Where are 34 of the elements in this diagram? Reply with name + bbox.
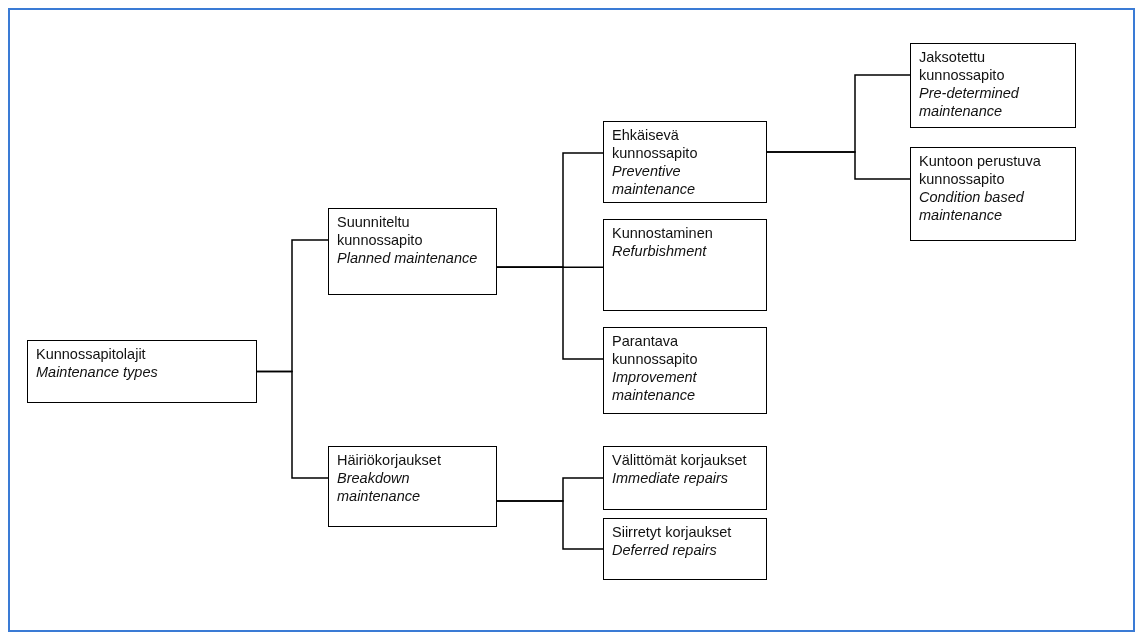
node-box xyxy=(603,446,767,510)
node-box xyxy=(328,208,497,295)
node-box xyxy=(328,446,497,527)
connector-line xyxy=(256,370,329,479)
node-box xyxy=(910,147,1076,241)
finnish-label: Välittömät korjaukset xyxy=(612,451,748,469)
finnish-label: Kunnossapitolajit xyxy=(36,345,147,363)
connector-line xyxy=(496,266,604,360)
node-box xyxy=(603,219,767,311)
finnish-label: Ehkäisevä kunnossapito xyxy=(612,126,699,162)
connector-line xyxy=(496,500,604,550)
english-label: Preventive maintenance xyxy=(612,162,697,198)
node-box xyxy=(603,327,767,414)
english-label: Maintenance types xyxy=(36,363,159,381)
english-label: Pre-determined maintenance xyxy=(919,84,1020,120)
finnish-label: Kuntoon perustuva kunnossapito xyxy=(919,152,1042,188)
node-box xyxy=(603,518,767,580)
english-label: Refurbishment xyxy=(612,242,708,260)
english-label: Condition based maintenance xyxy=(919,188,1025,224)
finnish-label: Kunnostaminen xyxy=(612,224,714,242)
english-label: Immediate repairs xyxy=(612,469,730,487)
node-box xyxy=(910,43,1076,128)
finnish-label: Jaksotettu kunnossapito xyxy=(919,48,1006,84)
finnish-label: Parantava kunnossapito xyxy=(612,332,699,368)
connector-line xyxy=(766,151,911,180)
english-label: Planned maintenance xyxy=(337,249,479,267)
node-box xyxy=(603,121,767,203)
finnish-label: Suunniteltu kunnossapito xyxy=(337,213,424,249)
english-label: Breakdown maintenance xyxy=(337,469,422,505)
english-label: Improvement maintenance xyxy=(612,368,698,404)
english-label: Deferred repairs xyxy=(612,541,718,559)
finnish-label: Häiriökorjaukset xyxy=(337,451,442,469)
finnish-label: Siirretyt korjaukset xyxy=(612,523,733,541)
node-box xyxy=(27,340,257,403)
